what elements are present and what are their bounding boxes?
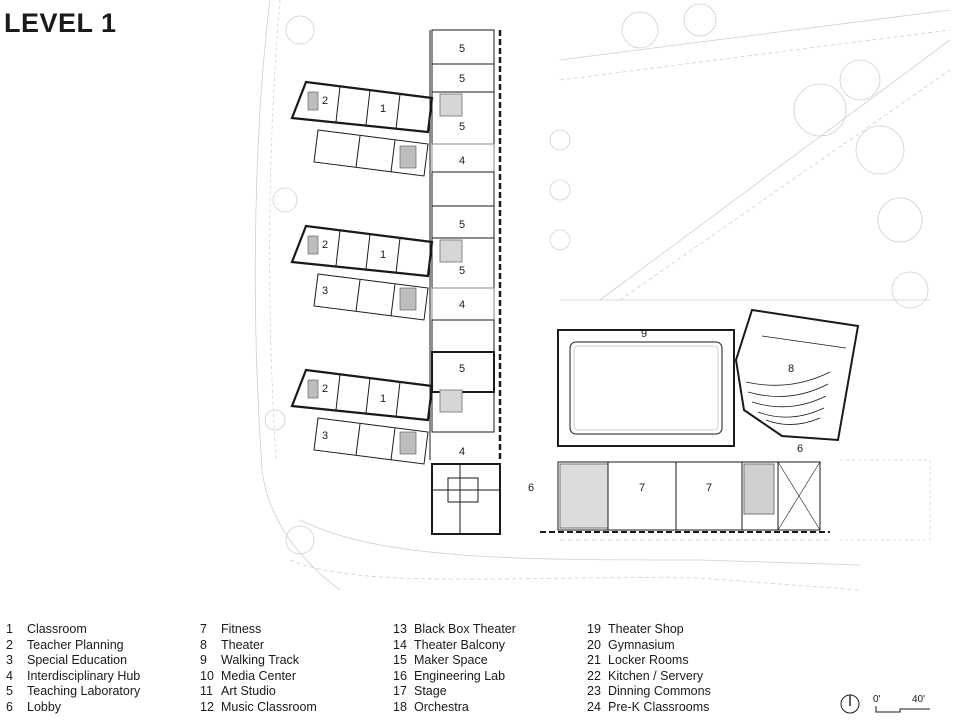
plan-label: 5 (459, 73, 465, 85)
plan-label: 5 (459, 265, 465, 277)
plan-label: 2 (322, 95, 328, 107)
north-arrow-icon (840, 694, 860, 714)
classroom-wing-1 (290, 80, 434, 177)
plan-label: 1 (380, 103, 386, 115)
fitness-block (540, 461, 830, 533)
scale-end: 40' (912, 694, 925, 705)
classroom-wing-2 (290, 224, 434, 321)
plan-label: 4 (459, 299, 465, 311)
plan-label: 2 (322, 239, 328, 251)
site-context (254, 0, 951, 591)
plan-label: 7 (706, 482, 712, 494)
plan-labels: 5 5 5 4 5 5 4 5 4 2 1 2 1 3 2 1 3 9 8 6 … (322, 43, 803, 494)
floor-plan: 5 5 5 4 5 5 4 5 4 2 1 2 1 3 2 1 3 9 8 6 … (254, 0, 951, 591)
plan-label: 3 (322, 430, 328, 442)
plan-label: 5 (459, 363, 465, 375)
scale-bar: 0' 40' (840, 694, 930, 714)
plan-label: 4 (459, 155, 465, 167)
stair-cores (307, 91, 417, 455)
classroom-wing-3 (290, 368, 434, 465)
plan-label: 9 (641, 328, 647, 340)
page-title: LEVEL 1 (4, 8, 117, 38)
walking-track (557, 329, 735, 447)
plan-label: 1 (380, 249, 386, 261)
theater (734, 308, 860, 442)
plan-label: 1 (380, 393, 386, 405)
scale-start: 0' (873, 694, 881, 705)
plan-label: 5 (459, 219, 465, 231)
plan-label: 8 (788, 363, 794, 375)
plan-label: 6 (528, 482, 534, 494)
spine-rooms (431, 29, 495, 433)
plan-label: 5 (459, 121, 465, 133)
spine-corridor (429, 30, 502, 460)
entry-block (431, 463, 501, 535)
plan-label: 3 (322, 285, 328, 297)
plan-label: 2 (322, 383, 328, 395)
plan-label: 5 (459, 43, 465, 55)
plan-label: 6 (797, 443, 803, 455)
plan-label: 4 (459, 446, 465, 458)
plan-label: 7 (639, 482, 645, 494)
